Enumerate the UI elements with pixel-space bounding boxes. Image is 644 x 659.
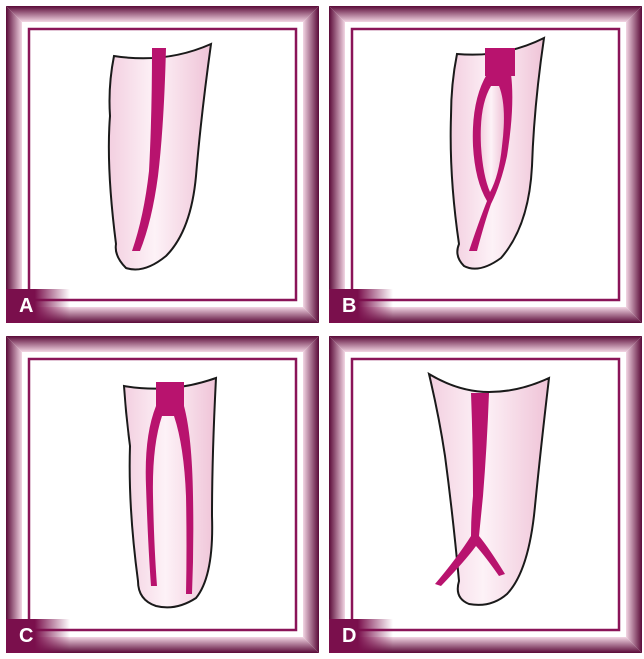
panel-frame bbox=[329, 336, 642, 653]
panel-label: A bbox=[6, 289, 70, 323]
panel-d: D bbox=[329, 336, 642, 653]
panel-frame bbox=[6, 336, 319, 653]
panel-a: A bbox=[6, 6, 319, 323]
panel-frame bbox=[329, 6, 642, 323]
panel-label: C bbox=[6, 619, 70, 653]
panel-label: B bbox=[329, 289, 393, 323]
panel-b: B bbox=[329, 6, 642, 323]
panel-label: D bbox=[329, 619, 393, 653]
panel-c: C bbox=[6, 336, 319, 653]
panel-frame bbox=[6, 6, 319, 323]
